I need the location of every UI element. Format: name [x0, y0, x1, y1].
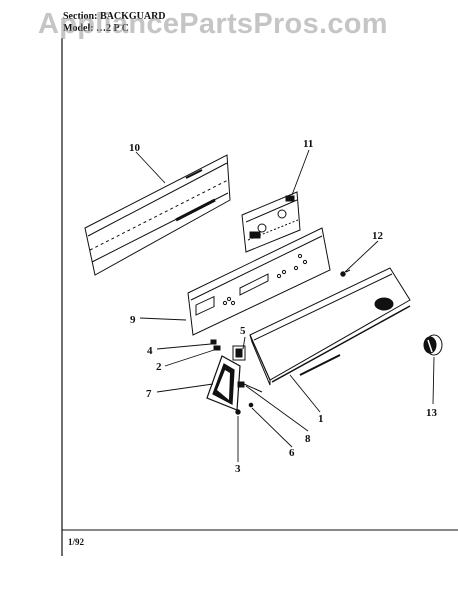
callout-7: 7	[146, 388, 152, 400]
section-heading: Section: BACKGUARD	[63, 11, 166, 22]
callout-6: 6	[289, 447, 295, 459]
leader-lines	[135, 149, 435, 462]
part-6-screw	[248, 402, 254, 408]
part-2-clip	[213, 345, 221, 351]
part-7-mounting-bracket	[206, 355, 241, 411]
callout-13: 13	[426, 407, 438, 419]
callout-2: 2	[156, 361, 162, 373]
part-4-clip	[210, 339, 217, 345]
part-13-control-knob	[423, 334, 443, 356]
callout-8: 8	[305, 433, 311, 445]
page-frame	[61, 38, 458, 556]
section-label: Section:	[63, 11, 98, 22]
model-label: Model:	[63, 23, 94, 34]
model-value: …2 P C	[96, 23, 129, 34]
callout-5: 5	[240, 325, 246, 337]
callout-11: 11	[303, 138, 313, 150]
part-11-timer-board	[241, 191, 301, 253]
callout-1: 1	[318, 413, 324, 425]
callout-4: 4	[147, 345, 153, 357]
section-value: BACKGUARD	[99, 11, 166, 22]
callout-9: 9	[130, 314, 136, 326]
part-9-control-panel	[187, 227, 331, 336]
revision-date: 1/92	[68, 537, 85, 547]
site-watermark: AppliancePartsPros.com	[38, 8, 388, 40]
callout-12: 12	[372, 230, 384, 242]
part-12-screw	[340, 269, 351, 277]
callout-3: 3	[235, 463, 241, 475]
part-8-terminal	[237, 381, 263, 393]
callout-labels: 10 11 12 9 5 4 2 7 1 8 6 3 13	[129, 138, 438, 475]
part-3-screw	[235, 409, 241, 415]
part-1-backguard-end-cap	[249, 267, 411, 386]
model-heading: Model: …2 P C	[63, 23, 129, 34]
part-5-switch	[232, 345, 246, 361]
part-10-backguard-cover	[84, 154, 231, 276]
callout-10: 10	[129, 142, 141, 154]
